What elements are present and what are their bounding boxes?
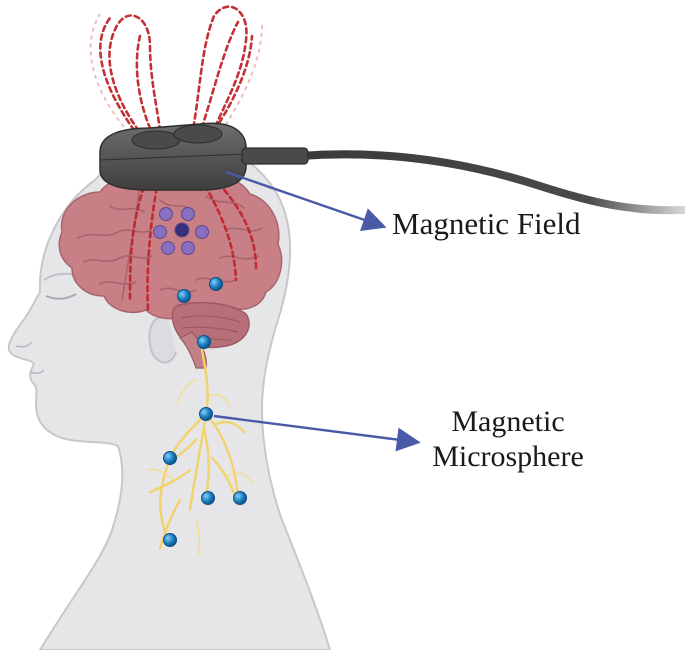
- sphere-icon: [200, 408, 213, 421]
- sphere-icon: [164, 534, 177, 547]
- microsphere-label-line1: Magnetic: [408, 404, 608, 439]
- device-cable: [300, 154, 685, 210]
- microsphere-label-line2: Microsphere: [408, 439, 608, 474]
- magnetic-field-label: Magnetic Field: [392, 206, 581, 243]
- sphere-icon: [164, 452, 177, 465]
- magnetic-microsphere-label: Magnetic Microsphere: [408, 404, 608, 475]
- sphere-icon: [234, 492, 247, 505]
- sphere-icon: [198, 336, 211, 349]
- tms-coil-icon: [100, 123, 308, 190]
- sphere-icon: [210, 278, 223, 291]
- sphere-icon: [202, 492, 215, 505]
- sphere-icon: [178, 290, 191, 303]
